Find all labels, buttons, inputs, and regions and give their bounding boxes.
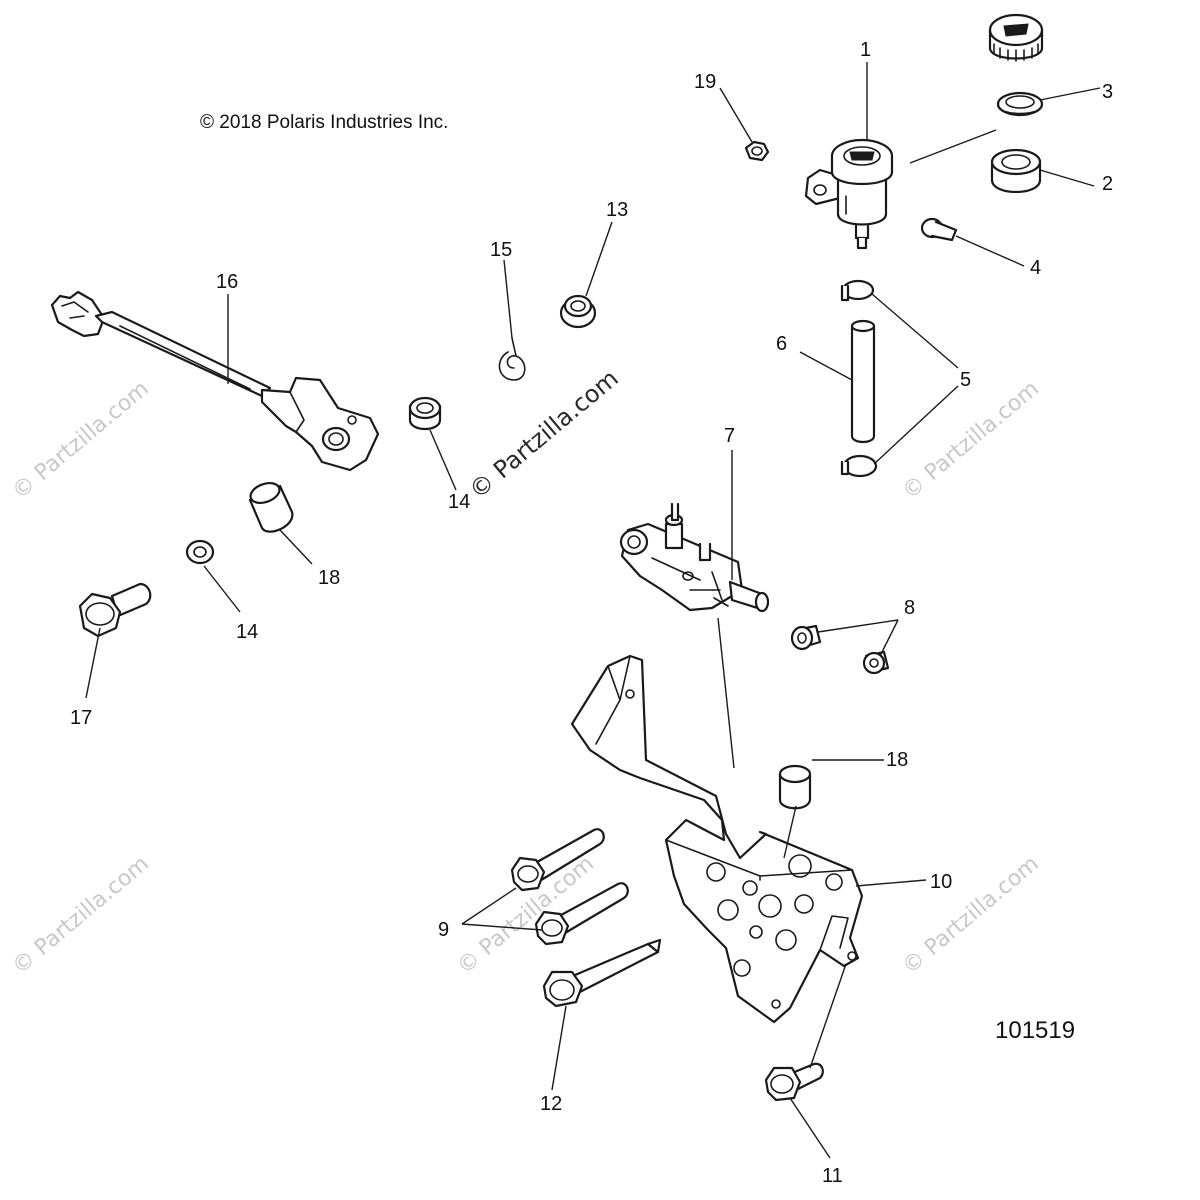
- part-18-sleeve-upper: [248, 482, 294, 533]
- callout-18-lower: 18: [886, 749, 908, 771]
- part-17-bolt: [78, 582, 152, 638]
- part-10-bracket: [570, 654, 864, 1024]
- part-4-screw: [920, 217, 958, 242]
- diagram-id: 101519: [995, 1017, 1075, 1044]
- callout-4: 4: [1030, 257, 1041, 279]
- callout-14-lower: 14: [236, 621, 258, 643]
- part-5-clamp-bottom: [840, 454, 878, 478]
- callout-8: 8: [904, 597, 915, 619]
- callout-12: 12: [540, 1093, 562, 1115]
- callout-13: 13: [606, 199, 628, 221]
- part-6-hose: [850, 319, 876, 444]
- part-3-diaphragm: [996, 91, 1044, 117]
- callout-15: 15: [490, 239, 512, 261]
- part-8-grommet-right: [862, 650, 890, 675]
- part-8-grommet-left: [790, 624, 822, 651]
- callout-14-upper: 14: [448, 491, 470, 513]
- callout-5: 5: [960, 369, 971, 391]
- part-18-sleeve-lower: [778, 764, 812, 810]
- copyright-text: © 2018 Polaris Industries Inc.: [200, 112, 448, 133]
- watermark-text: © Partzilla.com: [8, 851, 154, 979]
- callout-10: 10: [930, 871, 952, 893]
- watermark-text: © Partzilla.com: [898, 376, 1044, 504]
- callout-16: 16: [216, 271, 238, 293]
- part-16-brake-rod: [50, 290, 380, 472]
- watermark-text: © Partzilla.com: [898, 851, 1044, 979]
- callout-9: 9: [438, 919, 449, 941]
- part-14-washer-lower: [185, 539, 215, 565]
- part-9-bolt-upper: [510, 828, 605, 892]
- callout-19: 19: [694, 71, 716, 93]
- callout-labels: 1 2 3 4 5 6 7 8 9 10 11 12 13 14 14 15 1…: [70, 39, 1113, 1187]
- part-1-reservoir: [804, 138, 894, 250]
- part-14-bushing-upper: [408, 396, 442, 431]
- part-19-nut: [744, 140, 770, 162]
- part-12-long-bolt: [542, 938, 662, 1008]
- part-2-ring: [990, 148, 1042, 193]
- reservoir-cap: [988, 13, 1044, 62]
- part-9-bolt-lower: [534, 882, 629, 946]
- callout-11: 11: [822, 1165, 843, 1187]
- callout-18-upper: 18: [318, 567, 340, 589]
- part-7-master-cylinder: [619, 502, 770, 613]
- callout-2: 2: [1102, 173, 1113, 195]
- callout-7: 7: [724, 425, 735, 447]
- part-5-clamp-top: [840, 279, 875, 302]
- watermark-text: © Partzilla.com: [8, 376, 154, 504]
- callout-6: 6: [776, 333, 787, 355]
- leader-lines: [85, 62, 1101, 1159]
- part-13-flange-nut: [559, 294, 597, 329]
- callout-3: 3: [1102, 81, 1113, 103]
- callout-1: 1: [860, 39, 871, 61]
- callout-17: 17: [70, 707, 92, 729]
- watermark-center: © Partzilla.com: [464, 364, 624, 504]
- part-11-bolt: [764, 1062, 824, 1102]
- part-15-spring-clip: [498, 337, 526, 381]
